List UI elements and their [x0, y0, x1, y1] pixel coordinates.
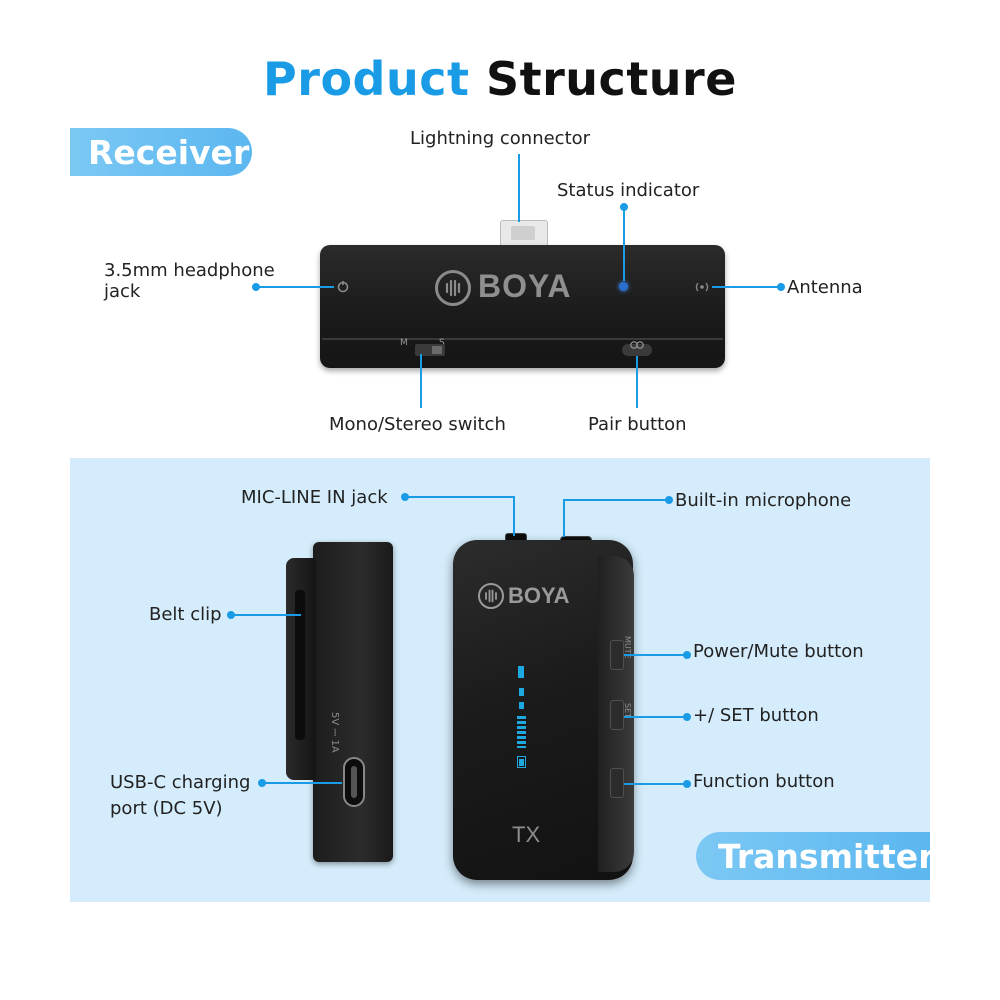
label-mic-line-in: MIC-LINE IN jack	[241, 487, 388, 508]
dot-plus-set	[683, 713, 691, 721]
leader-power-mute	[624, 654, 686, 656]
leader-usbc	[262, 782, 342, 784]
label-builtin-microphone: Built-in microphone	[675, 490, 852, 511]
battery-icon	[517, 756, 526, 768]
label-function-button: Function button	[693, 771, 835, 792]
label-usbc-line1: USB-C charging	[110, 772, 251, 793]
leader-lightning	[518, 154, 520, 222]
leader-plus-set	[624, 716, 686, 718]
power-rating: 5V ⎓ 1A	[329, 712, 340, 753]
leader-builtin-mic-v	[563, 499, 565, 537]
gain-level-digit	[519, 702, 524, 709]
page-title: Product Structure	[0, 52, 1000, 106]
receiver-brand: BOYA	[478, 268, 572, 304]
label-headphone-line2: jack	[104, 281, 141, 302]
leader-mic-line-v	[513, 496, 515, 536]
transmitter-side-view	[313, 542, 393, 862]
title-part-2: Structure	[486, 52, 737, 106]
power-mute-button[interactable]	[610, 640, 624, 670]
label-lightning-connector: Lightning connector	[410, 128, 591, 149]
label-usbc-line2: port (DC 5V)	[110, 798, 223, 819]
dot-power-mute	[683, 651, 691, 659]
receiver-section-label: Receiver	[70, 128, 252, 176]
switch-m-mark: M	[400, 338, 408, 348]
dot-antenna	[777, 283, 785, 291]
mono-stereo-switch-knob[interactable]	[432, 346, 442, 354]
headphone-jack-icon	[336, 280, 350, 298]
transmitter-brand: BOYA	[508, 583, 570, 608]
leader-builtin-mic-h	[563, 499, 667, 501]
label-status-indicator: Status indicator	[557, 180, 700, 201]
tx-boya-logo-icon	[478, 583, 504, 609]
leader-mono-stereo	[420, 354, 422, 408]
leader-pair	[636, 356, 638, 408]
transmitter-section-label: Transmitter	[696, 832, 934, 880]
pair-button[interactable]	[622, 344, 652, 356]
signal-level-icon	[518, 666, 524, 678]
leader-function	[624, 783, 686, 785]
leader-headphone	[256, 286, 334, 288]
dot-function	[683, 780, 691, 788]
lightning-plug-tip	[511, 226, 535, 240]
title-part-1: Product	[263, 52, 470, 106]
status-indicator-led	[619, 282, 628, 291]
leader-belt-clip	[231, 614, 301, 616]
label-pair-button: Pair button	[588, 414, 687, 435]
plus-set-button[interactable]	[610, 700, 624, 730]
label-mono-stereo-switch: Mono/Stereo switch	[329, 414, 506, 435]
function-button[interactable]	[610, 768, 624, 798]
label-plus-set-button: +/ SET button	[693, 705, 819, 726]
usb-c-port-tongue	[351, 766, 357, 798]
belt-clip-slot	[295, 590, 305, 740]
label-power-mute-button: Power/Mute button	[693, 641, 864, 662]
label-headphone-line1: 3.5mm headphone	[104, 260, 275, 281]
receiver-seam	[322, 338, 723, 340]
label-antenna: Antenna	[787, 277, 863, 298]
level-meter	[517, 716, 526, 748]
gain-icon	[519, 688, 524, 696]
boya-logo-icon	[435, 270, 471, 306]
receiver-body	[320, 245, 725, 368]
label-belt-clip: Belt clip	[149, 604, 222, 625]
leader-mic-line-h	[405, 496, 515, 498]
leader-antenna	[712, 286, 780, 288]
antenna-icon	[694, 280, 710, 298]
dot-builtin-mic	[665, 496, 673, 504]
leader-status	[623, 207, 625, 281]
pair-icon	[628, 339, 646, 354]
switch-s-mark: S	[439, 338, 445, 348]
transmitter-model: TX	[512, 822, 541, 847]
